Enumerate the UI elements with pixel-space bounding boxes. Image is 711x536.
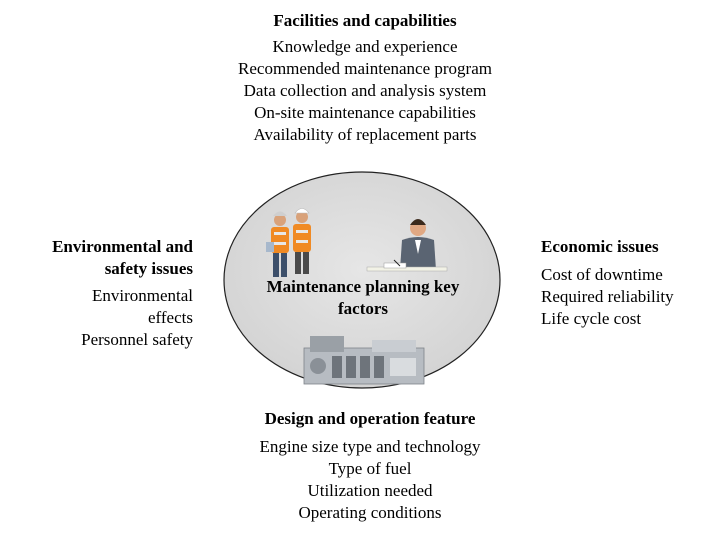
hub-label: Maintenance planning key factors xyxy=(238,276,488,320)
design-heading: Design and operation feature xyxy=(264,409,476,428)
design-item: Engine size type and technology xyxy=(259,437,481,456)
design-item: Operating conditions xyxy=(298,503,442,522)
hub-label-line2: factors xyxy=(337,299,389,318)
environmental-heading-line1: Environmental and xyxy=(52,237,193,256)
environmental-item: Personnel safety xyxy=(81,330,193,349)
economic-item: Life cycle cost xyxy=(541,309,642,328)
facilities-item: Recommended maintenance program xyxy=(238,59,492,78)
economic-heading: Economic issues xyxy=(541,237,659,256)
design-block: Design and operation feature Engine size… xyxy=(205,408,535,524)
facilities-item: On-site maintenance capabilities xyxy=(254,103,476,122)
environmental-item: Environmental xyxy=(91,286,193,305)
facilities-block: Facilities and capabilities Knowledge an… xyxy=(155,10,575,146)
facilities-item: Knowledge and experience xyxy=(272,37,458,56)
environmental-block: Environmental and safety issues Environm… xyxy=(0,236,193,351)
workers-icon xyxy=(266,208,311,277)
facilities-heading: Facilities and capabilities xyxy=(273,11,457,30)
office-worker-icon xyxy=(366,219,448,272)
economic-item: Cost of downtime xyxy=(541,265,663,284)
central-hub xyxy=(223,171,501,389)
economic-block: Economic issues Cost of downtime Require… xyxy=(541,236,711,330)
design-item: Utilization needed xyxy=(307,481,433,500)
facilities-item: Availability of replacement parts xyxy=(253,125,477,144)
environmental-heading: Environmental and safety issues xyxy=(0,236,193,280)
facilities-item: Data collection and analysis system xyxy=(243,81,487,100)
design-item: Type of fuel xyxy=(328,459,412,478)
engine-icon xyxy=(303,336,425,385)
environmental-item: effects xyxy=(148,308,193,327)
environmental-heading-line2: safety issues xyxy=(104,259,193,278)
hub-ellipse xyxy=(223,171,501,389)
economic-item: Required reliability xyxy=(541,287,674,306)
hub-label-line1: Maintenance planning key xyxy=(266,277,460,296)
